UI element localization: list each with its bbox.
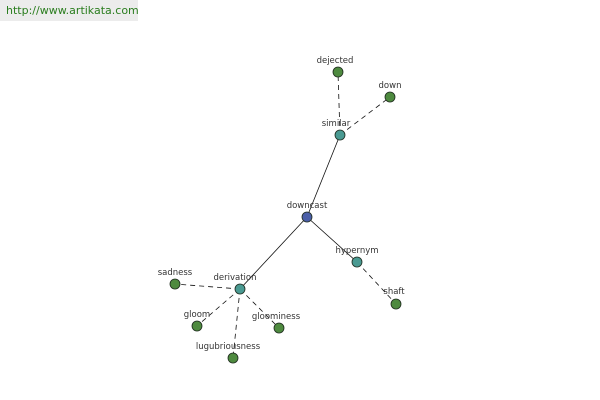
label-downcast[interactable]: downcast — [287, 201, 328, 211]
edge-similar-dejected — [337, 71, 341, 136]
label-gloom[interactable]: gloom — [184, 310, 210, 320]
edge-downcast-similar — [306, 134, 341, 218]
edge-derivation-sadness — [174, 283, 241, 290]
edge-downcast-derivation — [239, 216, 308, 290]
edge-downcast-hypernym — [306, 216, 358, 263]
node-gloominess[interactable] — [273, 322, 285, 334]
label-derivation[interactable]: derivation — [213, 273, 256, 283]
node-downcast[interactable] — [301, 211, 313, 223]
label-down[interactable]: down — [379, 81, 402, 91]
edge-derivation-gloominess — [239, 288, 280, 329]
node-similar[interactable] — [334, 129, 346, 141]
node-dejected[interactable] — [332, 66, 344, 78]
label-similar[interactable]: similar — [322, 119, 351, 129]
node-sadness[interactable] — [169, 278, 181, 290]
graph-nodes — [169, 66, 402, 364]
label-dejected[interactable]: dejected — [317, 56, 354, 66]
node-lugubriousness[interactable] — [227, 352, 239, 364]
label-gloominess[interactable]: gloominess — [252, 312, 301, 322]
edge-hypernym-shaft — [356, 261, 397, 305]
label-shaft[interactable]: shaft — [383, 287, 405, 297]
node-down[interactable] — [384, 91, 396, 103]
edge-derivation-lugubriousness — [232, 288, 241, 359]
label-hypernym[interactable]: hypernym — [335, 246, 378, 256]
label-sadness[interactable]: sadness — [158, 268, 193, 278]
site-url-link[interactable]: http://www.artikata.com — [0, 0, 139, 21]
node-gloom[interactable] — [191, 320, 203, 332]
edge-derivation-gloom — [196, 288, 241, 327]
node-hypernym[interactable] — [351, 256, 363, 268]
node-derivation[interactable] — [234, 283, 246, 295]
label-lugubriousness[interactable]: lugubriousness — [196, 342, 261, 352]
node-shaft[interactable] — [390, 298, 402, 310]
graph-labels: downcast similar dejected down hypernym shaft… — [158, 56, 406, 352]
edge-similar-down — [339, 96, 391, 136]
graph-edges — [174, 71, 397, 359]
